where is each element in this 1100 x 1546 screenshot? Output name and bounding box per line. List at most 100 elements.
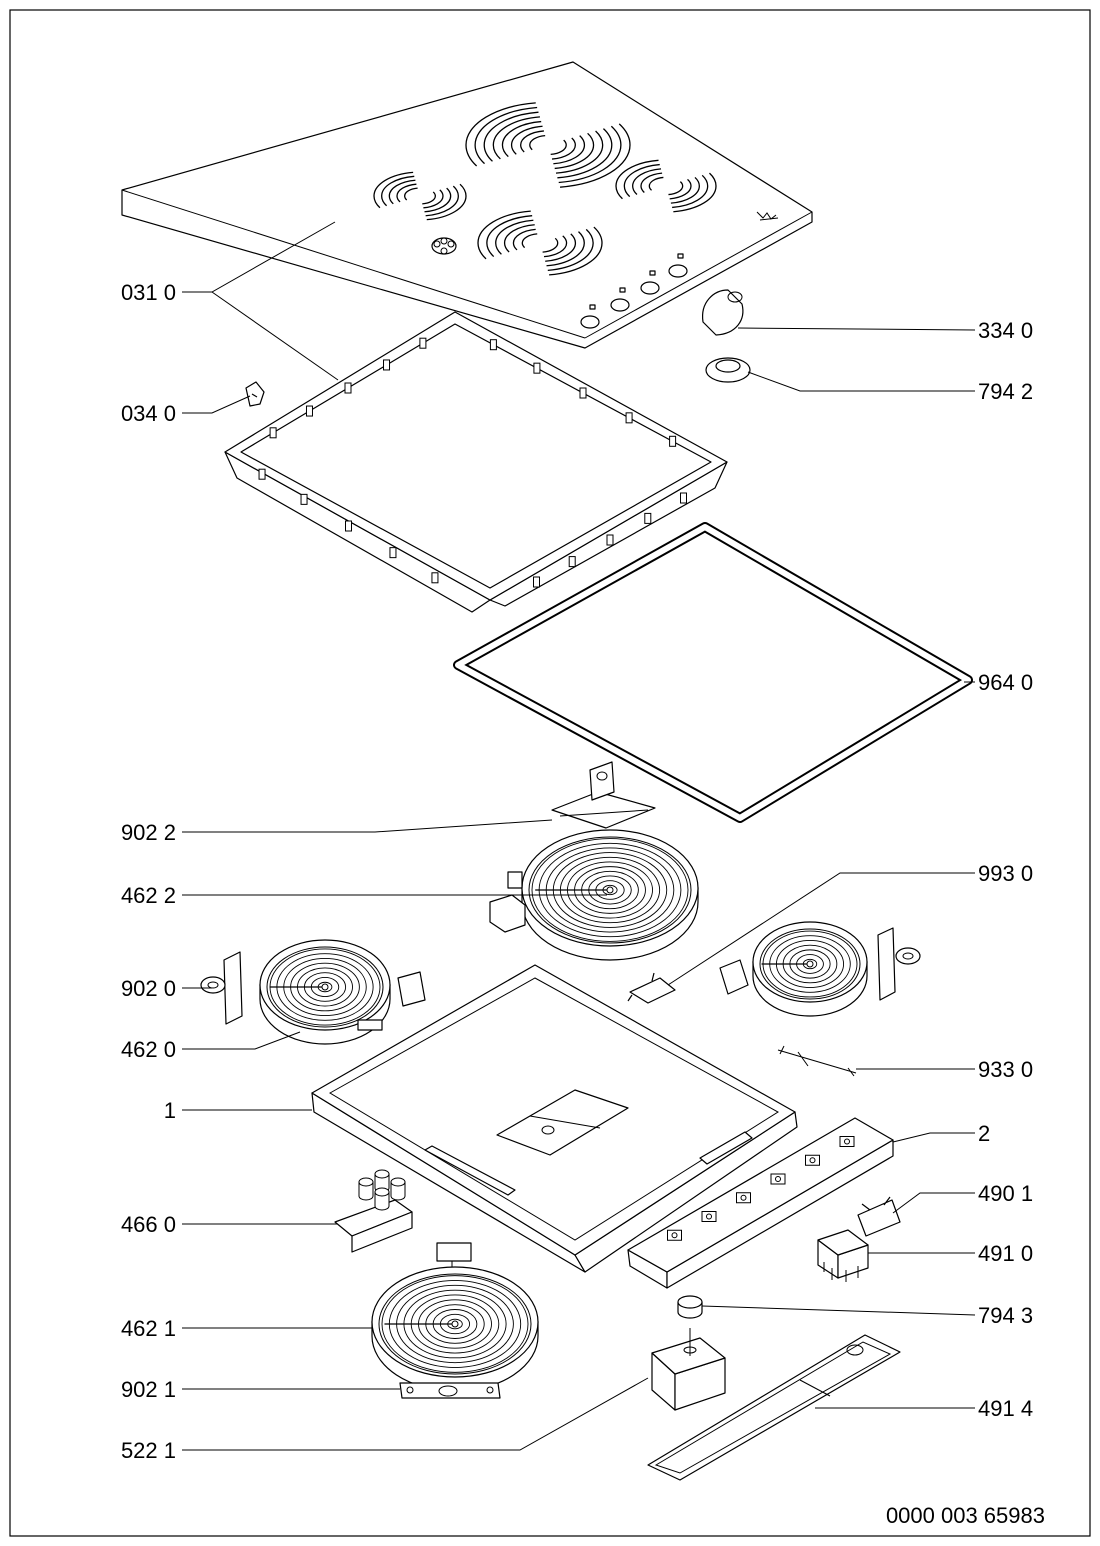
heating-element-right <box>752 921 868 1017</box>
hob-ring <box>483 111 613 179</box>
heating-coil <box>381 1275 529 1373</box>
frame-slot <box>489 339 497 351</box>
hob-ring <box>486 214 594 272</box>
frame-slot <box>606 534 614 546</box>
frame-slot <box>533 576 540 588</box>
gasket <box>453 522 973 823</box>
heating-element-left <box>259 939 391 1045</box>
hob-ring <box>521 233 559 253</box>
label-zone-front: 462 1 <box>121 1316 176 1341</box>
frame-slot <box>568 556 576 568</box>
hob-ring <box>512 228 568 258</box>
drawing-number: 0000 003 65983 <box>886 1503 1045 1528</box>
bracket-rear <box>551 761 656 829</box>
bar-socket <box>667 1229 682 1241</box>
hob-ring <box>396 183 444 209</box>
bar-socket-hole <box>671 1232 678 1239</box>
hob-ring <box>520 130 576 160</box>
cover-strip <box>647 1334 901 1481</box>
frame-slot <box>345 520 352 532</box>
hob-ring <box>388 179 452 213</box>
frame-slot <box>389 547 397 559</box>
label-base-tray: 1 <box>164 1098 176 1123</box>
bar-socket <box>736 1192 751 1204</box>
hob-ring <box>640 172 692 200</box>
control-bar <box>627 1117 894 1289</box>
heating-coil <box>531 838 689 942</box>
hob-ring <box>381 175 459 217</box>
hob-ring <box>373 171 467 221</box>
frame-clip <box>245 381 265 407</box>
knob-top <box>727 291 743 303</box>
frame-slots <box>258 337 687 588</box>
label-cover-strip: 491 4 <box>978 1396 1033 1421</box>
leader-lines <box>182 221 976 1451</box>
label-block-466: 466 0 <box>121 1212 176 1237</box>
element-connector-right <box>719 959 749 995</box>
label-energy-regulator: 522 1 <box>121 1438 176 1463</box>
frame-slot <box>533 362 541 374</box>
block-cylinder-top <box>390 1177 406 1187</box>
hob-ring <box>648 176 684 196</box>
bar-socket <box>805 1154 820 1166</box>
frame-slot <box>383 359 391 371</box>
frame-slot <box>431 572 439 584</box>
bracket-front <box>399 1382 501 1399</box>
label-holder-rod: 933 0 <box>978 1057 1033 1082</box>
hob-ring <box>495 219 585 267</box>
label-bracket-front: 902 1 <box>121 1377 176 1402</box>
block-cylinder-top <box>374 1187 390 1197</box>
bar-socket <box>770 1173 786 1185</box>
base-tray <box>311 964 798 1273</box>
label-terminal-block: 491 0 <box>978 1241 1033 1266</box>
frame-slot <box>680 492 687 504</box>
spacer <box>677 1295 703 1319</box>
label-bracket-rear: 902 2 <box>121 820 176 845</box>
hob-ring <box>632 168 700 204</box>
block-cylinder-top <box>374 1169 390 1179</box>
coil-center <box>806 960 814 968</box>
energy-regulator <box>651 1328 726 1411</box>
frame-slot <box>644 512 652 524</box>
bracket-left <box>200 951 243 1025</box>
hob-ring <box>404 187 436 205</box>
terminal-block <box>817 1229 869 1282</box>
heating-element-rear <box>521 829 699 961</box>
label-spacer: 794 3 <box>978 1303 1033 1328</box>
block-cylinder <box>374 1191 390 1211</box>
frame-slot <box>300 493 308 505</box>
bar-socket-hole <box>775 1176 781 1182</box>
frame-slot <box>258 468 266 480</box>
hob-ring <box>503 223 577 263</box>
knob-seal <box>705 357 751 383</box>
block-cylinder-top <box>358 1177 374 1187</box>
holder-rod <box>777 1045 857 1077</box>
hob-ring <box>510 125 586 165</box>
heating-element-front <box>371 1266 539 1392</box>
hob-ring <box>465 101 631 189</box>
hob-ring <box>474 106 622 184</box>
bar-socket <box>839 1136 855 1147</box>
control-bar-sockets <box>667 1136 855 1241</box>
part-labels: 031 0 034 0 334 0 794 2 964 0 902 2 462 … <box>121 280 1045 1528</box>
label-frame-clip: 034 0 <box>121 401 176 426</box>
element-connector-left <box>357 971 426 1031</box>
block-cylinder <box>390 1181 406 1201</box>
frame-slot <box>269 427 277 439</box>
bar-socket-hole <box>740 1194 747 1201</box>
control-window <box>431 237 457 255</box>
frame-slot <box>579 387 587 399</box>
label-zone-rear: 462 2 <box>121 883 176 908</box>
bar-socket <box>701 1211 717 1222</box>
glass-top-plate <box>121 61 813 349</box>
label-glass-top: 031 0 <box>121 280 176 305</box>
hob-ring <box>615 159 717 213</box>
bar-socket-hole <box>844 1138 850 1145</box>
frame-slot <box>419 337 427 349</box>
coil-center <box>321 983 329 991</box>
frame-slot <box>305 405 313 417</box>
logo-mark <box>756 211 779 221</box>
bar-socket-hole <box>809 1157 816 1164</box>
label-wire-clip: 993 0 <box>978 861 1033 886</box>
